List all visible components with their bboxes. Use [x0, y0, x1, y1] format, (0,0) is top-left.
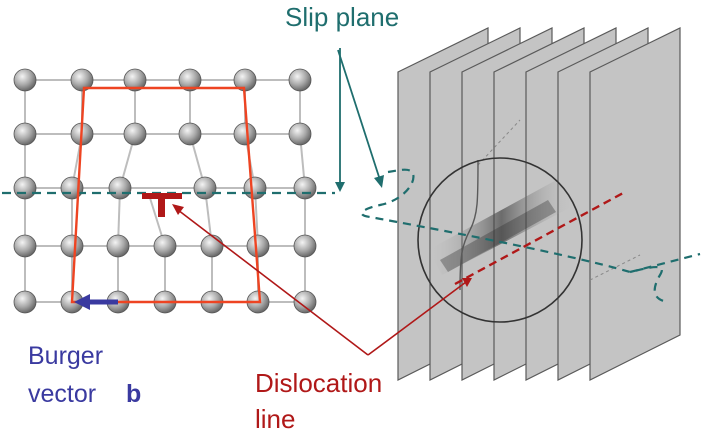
atom-sphere-icon [123, 122, 147, 146]
slip-plane-trace-right-extension [629, 252, 701, 274]
atom-sphere-icon [178, 122, 202, 146]
guide-line [477, 119, 521, 166]
dislocation-label-line1: Dislocation [255, 368, 382, 398]
atom-sphere-icon [60, 234, 84, 258]
plane-sheet [589, 27, 681, 381]
dislocation-line-right [454, 190, 626, 286]
atom-sphere-icon [108, 176, 132, 200]
atom-sphere-icon [123, 68, 147, 92]
atom-sphere-icon [106, 234, 130, 258]
atom-sphere-icon [233, 122, 257, 146]
dislocation-core-shading [428, 178, 575, 275]
burger-label-line1: Burger [28, 342, 103, 370]
atom-sphere-icon [293, 290, 317, 314]
atom-sphere-icon [13, 122, 37, 146]
atom-sphere-icon [70, 68, 94, 92]
atom-sphere-icon [153, 234, 177, 258]
atom-sphere-icon [288, 122, 312, 146]
lattice-plane [589, 27, 681, 381]
slip-plane-label: Slip plane [285, 2, 399, 32]
burger-symbol-label: b [126, 380, 141, 408]
arrow-left-icon [74, 294, 118, 310]
atom-sphere-icon [200, 234, 224, 258]
atom-sphere-icon [288, 68, 312, 92]
atom-sphere-icon [293, 234, 317, 258]
burgers-circuit [70, 86, 262, 304]
lattice-planes [397, 27, 681, 381]
atom-sphere-icon [178, 68, 202, 92]
perpendicular-symbol-icon [142, 193, 182, 217]
burger-label-line2: vector [28, 380, 96, 408]
dislocation-label-line2: line [255, 404, 295, 433]
atom-sphere-icon [13, 290, 37, 314]
atom-sphere-icon [246, 234, 270, 258]
atom-sphere-icon [293, 176, 317, 200]
dislocation-pointers [172, 204, 472, 356]
core-region-circle [417, 157, 583, 323]
half-plane-edge [459, 159, 479, 291]
atom-sphere-icon [193, 176, 217, 200]
atom-lattice [13, 68, 317, 314]
slip-plane-trace-right [360, 168, 669, 304]
atom-sphere-icon [13, 68, 37, 92]
slip-plane-pointers [335, 48, 384, 192]
atom-sphere-icon [243, 176, 267, 200]
atom-sphere-icon [13, 234, 37, 258]
atom-sphere-icon [13, 176, 37, 200]
